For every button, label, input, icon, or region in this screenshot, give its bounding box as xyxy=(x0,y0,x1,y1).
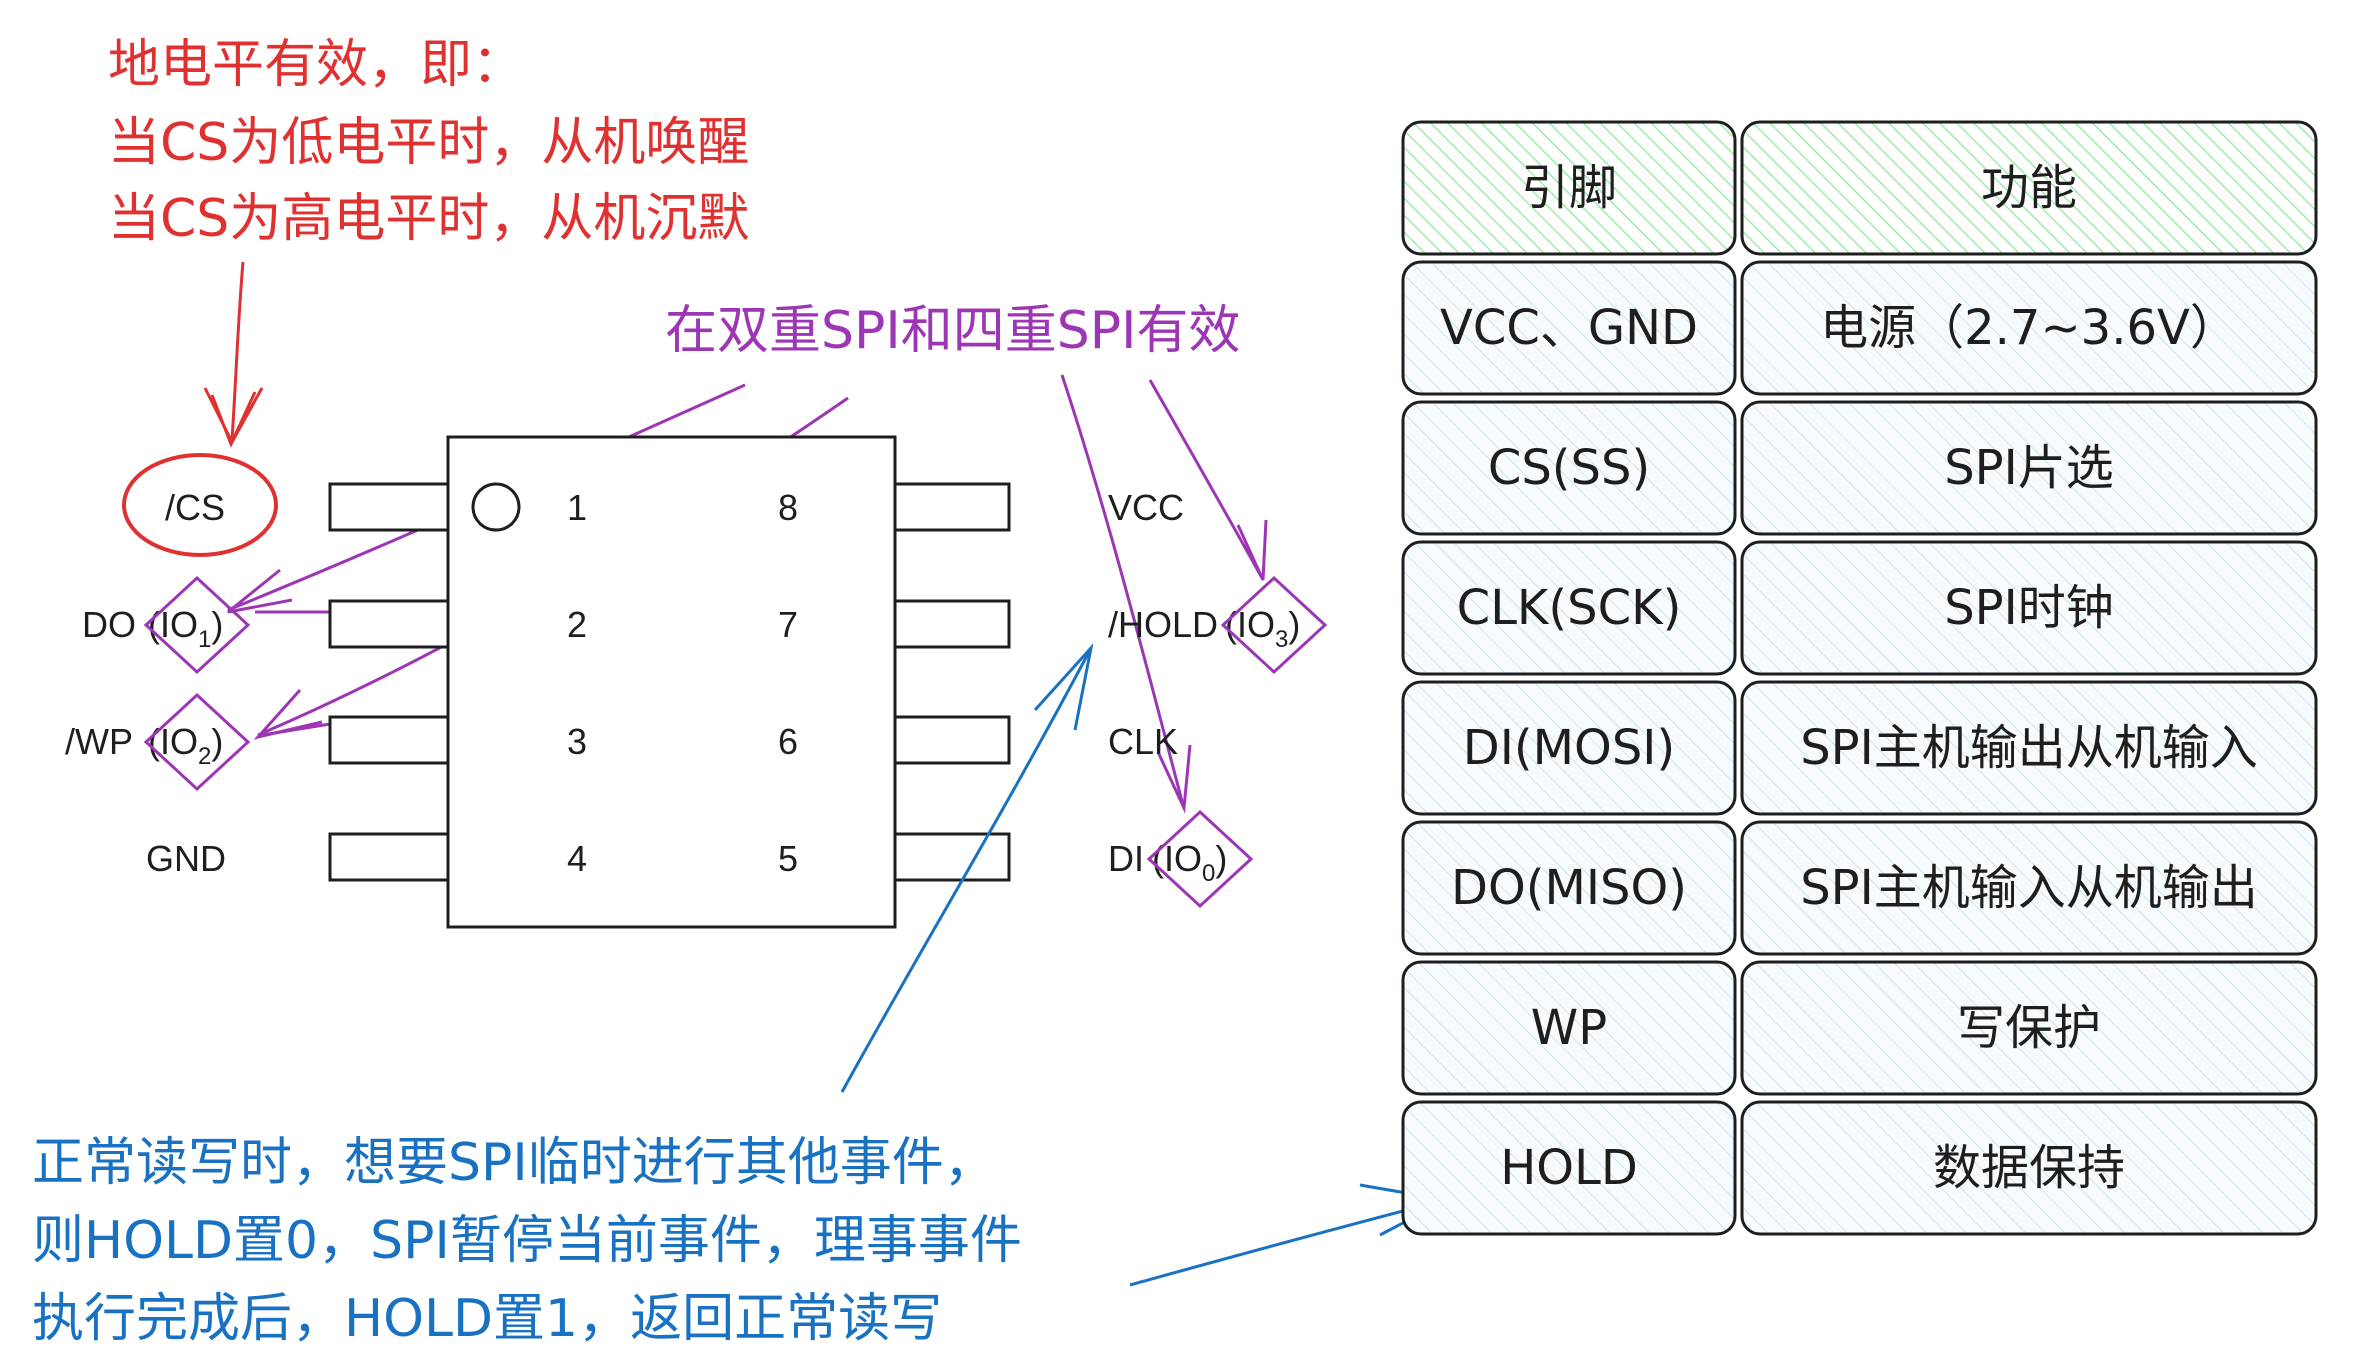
arrow-to-hold-pin-head xyxy=(1033,642,1094,731)
hold-annotation: 正常读写时，想要SPI临时进行其他事件， 则HOLD置0，SPI暂停当前事件，理… xyxy=(32,1133,1022,1349)
hold-note-line-3: 执行完成后，HOLD置1，返回正常读写 xyxy=(32,1289,942,1349)
table-row-pin: VCC、GND xyxy=(1440,300,1698,356)
cs-annotation: 地电平有效，即： 当CS为低电平时，从机唤醒 当CS为高电平时，从机沉默 xyxy=(108,35,749,249)
io0-subscript: 0 xyxy=(1202,860,1215,887)
pin-number-1: 1 xyxy=(567,487,587,528)
io-note: 在双重SPI和四重SPI有效 xyxy=(665,301,1240,361)
pin-number-8: 8 xyxy=(778,487,798,528)
table-row-function: 数据保持 xyxy=(1933,1140,2125,1196)
io1-subscript: 1 xyxy=(198,626,211,653)
table-cell xyxy=(1401,540,1737,676)
table-row-function: 电源（2.7~3.6V） xyxy=(1820,300,2238,356)
cs-note-line-2: 当CS为低电平时，从机唤醒 xyxy=(108,113,749,173)
pin-label-hold: /HOLD xyxy=(1108,604,1218,645)
table-cell xyxy=(1740,540,2318,676)
pin-3-lead xyxy=(328,715,450,765)
table-row-pin: CS(SS) xyxy=(1488,440,1650,496)
pin-label-wp: /WP xyxy=(65,721,133,762)
arrow-to-io0 xyxy=(1060,374,1185,806)
pin-number-7: 7 xyxy=(778,604,798,645)
pin-label-di: DI xyxy=(1108,838,1144,879)
pin-number-3: 3 xyxy=(567,721,587,762)
table-row-function: SPI片选 xyxy=(1944,440,2114,496)
table-row-pin: DI(MOSI) xyxy=(1463,720,1675,776)
pin-8-lead xyxy=(893,482,1011,532)
table-row-pin: DO(MISO) xyxy=(1451,860,1687,916)
table-cell xyxy=(1401,260,1737,396)
pin-label-clk: CLK xyxy=(1108,721,1178,762)
io-prefix: IO xyxy=(1164,838,1202,879)
table-cell xyxy=(1401,1100,1737,1236)
table-cell xyxy=(1401,960,1737,1096)
cs-circle-highlight xyxy=(122,453,278,557)
arrow-to-io3-head xyxy=(1236,519,1268,581)
table-row-pin: CLK(SCK) xyxy=(1457,580,1682,636)
table-row-pin: WP xyxy=(1531,1000,1607,1056)
table-cell xyxy=(1740,1100,2318,1236)
table-cell xyxy=(1401,820,1737,956)
pin-7-lead xyxy=(893,599,1011,649)
io3-subscript: 3 xyxy=(1275,626,1288,653)
pin-label-gnd: GND xyxy=(146,838,226,879)
arrow-to-io3 xyxy=(1148,379,1264,579)
arrow-to-io1-head xyxy=(227,568,293,614)
table-row-function: SPI主机输出从机输入 xyxy=(1800,720,2258,776)
table-row-pin: HOLD xyxy=(1500,1140,1638,1196)
pin-label-vcc: VCC xyxy=(1108,487,1184,528)
io1-diamond xyxy=(143,575,251,675)
table-cell xyxy=(1401,400,1737,536)
cs-note-line-3: 当CS为高电平时，从机沉默 xyxy=(108,189,749,249)
io0-diamond xyxy=(1146,809,1254,909)
io2-label: (IO2) xyxy=(148,721,223,770)
arrow-to-hold-pin xyxy=(840,649,1092,1093)
table-cell xyxy=(1740,680,2318,816)
right-pin-labels: VCC /HOLD CLK DI (IO3) (IO0) xyxy=(1108,487,1300,887)
pin-numbers: 1 2 3 4 8 7 6 5 xyxy=(567,487,798,879)
io-prefix: IO xyxy=(160,604,198,645)
hold-note-line-2: 则HOLD置0，SPI暂停当前事件，理事事件 xyxy=(32,1211,1022,1271)
pin-4-lead xyxy=(328,832,450,882)
pin-number-4: 4 xyxy=(567,838,587,879)
table-row-function: SPI时钟 xyxy=(1944,580,2114,636)
pin-2-lead xyxy=(328,599,450,649)
pin-number-6: 6 xyxy=(778,721,798,762)
pin-label-cs: /CS xyxy=(165,487,225,528)
pin-1-marker xyxy=(471,482,521,532)
io-prefix: IO xyxy=(1237,604,1275,645)
arrow-to-io2-head xyxy=(253,689,323,740)
pin-1-lead xyxy=(328,482,450,532)
table-cell xyxy=(1740,820,2318,956)
table-cell xyxy=(1740,400,2318,536)
table-row-function: SPI主机输入从机输出 xyxy=(1800,860,2258,916)
pin-number-5: 5 xyxy=(778,838,798,879)
pin-6-lead xyxy=(893,715,1011,765)
io2-subscript: 2 xyxy=(198,743,211,770)
io-prefix: IO xyxy=(160,721,198,762)
pin-number-2: 2 xyxy=(567,604,587,645)
table-header-cell xyxy=(1401,120,1737,256)
table-header-cell xyxy=(1740,120,2318,256)
pin-label-do: DO xyxy=(82,604,136,645)
table-header-function: 功能 xyxy=(1981,160,2077,216)
hold-note-line-1: 正常读写时，想要SPI临时进行其他事件， xyxy=(32,1133,996,1193)
chip-package xyxy=(328,435,1011,929)
arrow-to-io0-head xyxy=(1156,744,1192,814)
table-cell xyxy=(1401,680,1737,816)
chip-body xyxy=(446,435,897,929)
io3-diamond xyxy=(1220,575,1328,675)
table-cell xyxy=(1740,960,2318,1096)
io1-label: (IO1) xyxy=(148,604,223,653)
table-header-pin: 引脚 xyxy=(1521,160,1617,216)
cs-note-line-1: 地电平有效，即： xyxy=(108,35,524,95)
pin-5-lead xyxy=(893,832,1011,882)
table-cell xyxy=(1740,260,2318,396)
arrow-to-hold-row xyxy=(1129,1198,1446,1287)
table-row-function: 写保护 xyxy=(1957,1000,2101,1056)
pin-function-table: 引脚 功能 VCC、GND 电源（2.7~3.6V） CS(SS) SPI片选 CLK(SC… xyxy=(1401,120,2318,1236)
io-diamonds xyxy=(143,575,1328,909)
left-pin-labels: /CS DO /WP GND (IO1) (IO2) xyxy=(65,487,226,879)
cs-arrow xyxy=(203,261,264,448)
io2-diamond xyxy=(143,692,251,792)
